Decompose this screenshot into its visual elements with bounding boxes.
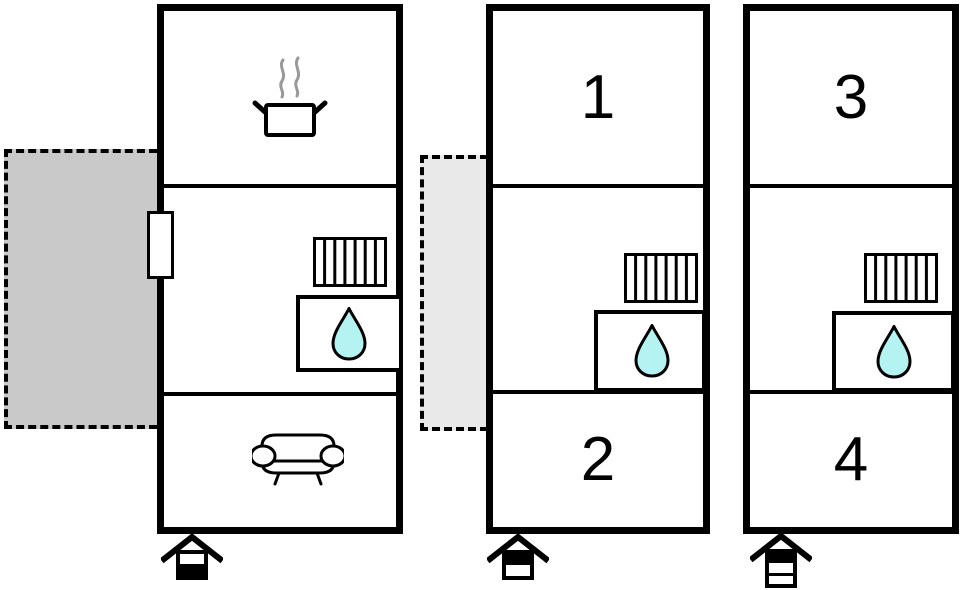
water-drop-icon	[875, 324, 913, 380]
interior-wall	[164, 392, 396, 396]
terrace-left-unit	[4, 149, 157, 429]
steam-line	[294, 56, 301, 98]
house-entrance-ground-floor-icon	[161, 534, 223, 584]
room-1: 1	[493, 11, 703, 184]
radiator-icon	[313, 237, 387, 287]
water-drop-icon	[330, 306, 368, 362]
radiator-icon	[864, 253, 938, 303]
house-entrance-upper-floor-icon	[487, 534, 549, 584]
steam-line	[279, 58, 286, 99]
room-3: 3	[750, 11, 952, 184]
room-1-label: 1	[580, 62, 616, 132]
interior-wall	[493, 184, 703, 188]
water-drop-icon	[633, 323, 671, 379]
sofa-icon	[252, 430, 344, 486]
room-2-label: 2	[580, 425, 616, 494]
house-entrance-top-floor-icon	[750, 533, 812, 590]
room-4: 4	[750, 394, 952, 526]
interior-wall	[750, 184, 952, 188]
terrace-middle-unit	[420, 155, 488, 431]
interior-wall	[750, 390, 952, 394]
cooking-pot-icon	[252, 55, 328, 141]
room-3-label: 3	[833, 62, 869, 132]
interior-wall	[493, 390, 703, 394]
radiator-icon	[624, 253, 698, 303]
interior-wall	[164, 184, 396, 188]
room-2: 2	[493, 394, 703, 526]
entrance-door	[147, 211, 174, 279]
room-4-label: 4	[833, 425, 869, 494]
